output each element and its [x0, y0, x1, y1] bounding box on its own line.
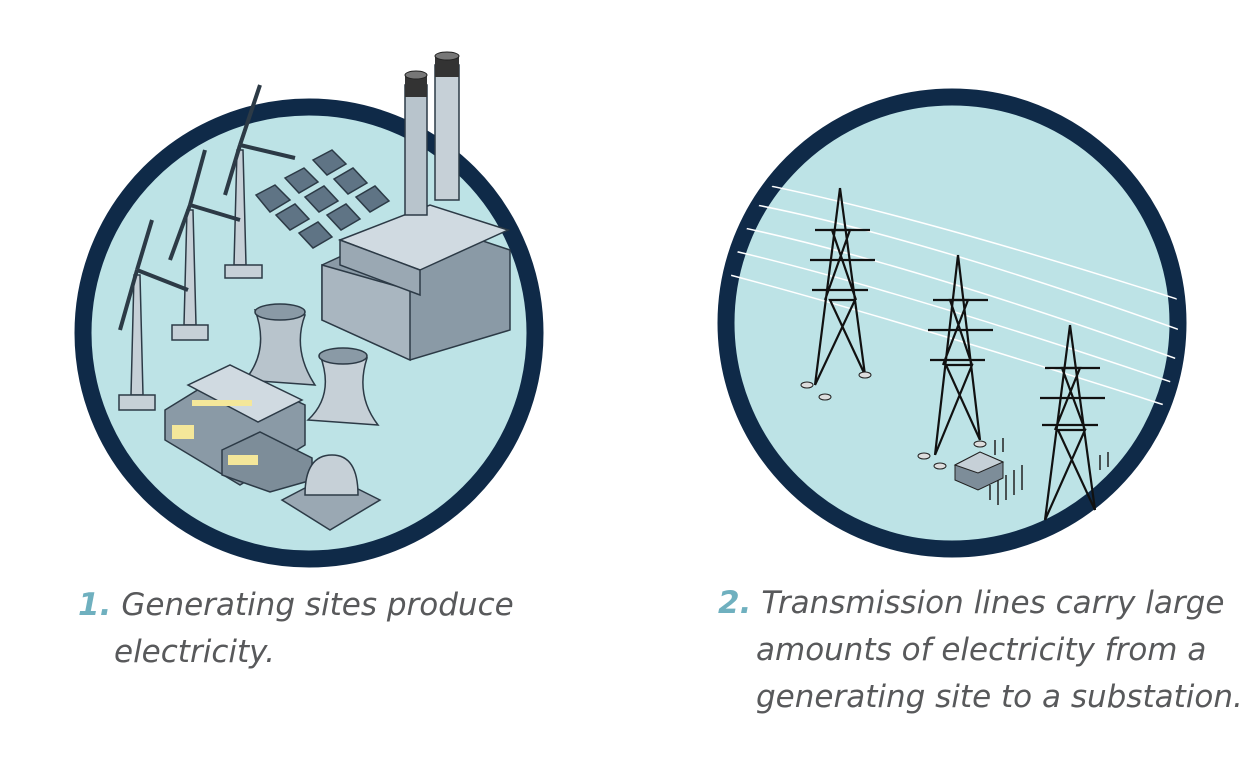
caption-transmission-lines: 2.Transmission lines carry large amounts… [718, 580, 1243, 721]
power-generation-icon [74, 51, 544, 568]
generating-sites-illustration [74, 51, 1187, 568]
caption-line: amounts of electricity from a [756, 632, 1207, 668]
caption-line: Generating sites produce [121, 587, 514, 623]
transmission-towers-icon [717, 88, 1187, 558]
caption-line: electricity. [114, 634, 275, 670]
caption-line: generating site to a substation. [756, 679, 1243, 715]
step-number: 2. [718, 585, 752, 621]
step-number: 1. [78, 587, 112, 623]
caption-line: Transmission lines carry large [761, 585, 1225, 621]
caption-generating-sites: 1.Generating sites produce electricity. [78, 582, 514, 676]
